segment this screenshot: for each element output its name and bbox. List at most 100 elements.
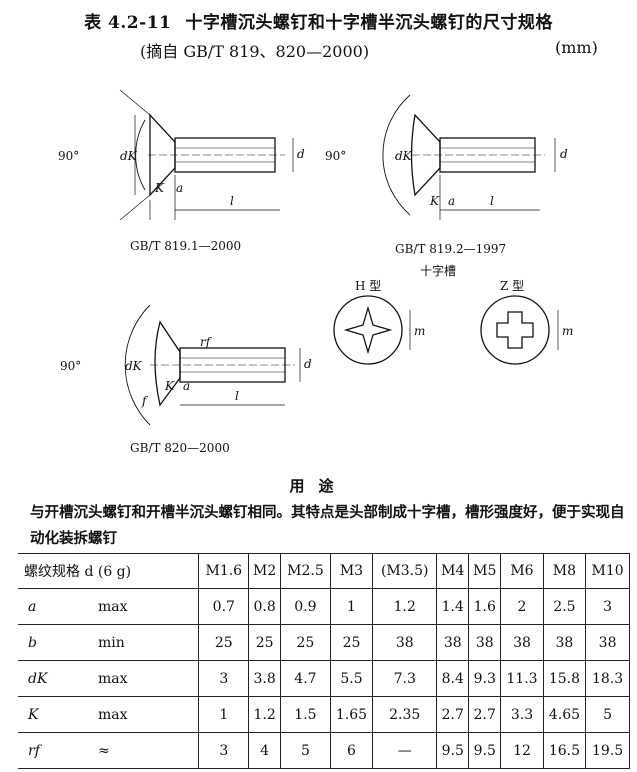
angle-label-1: 90°	[58, 149, 79, 163]
value-cell: 3	[585, 588, 630, 625]
a-label-3: a	[183, 379, 190, 393]
value-cell: 12	[500, 732, 544, 769]
condition-cell: max	[98, 660, 200, 697]
condition-cell: max	[98, 588, 200, 625]
value-cell: 6	[329, 732, 374, 769]
unit-note: (mm)	[555, 38, 598, 57]
value-cell: 38	[468, 624, 502, 661]
value-cell: 15.8	[542, 660, 587, 697]
k-label-3: K	[164, 379, 175, 393]
value-cell: 38	[542, 624, 587, 661]
value-cell: 1.65	[329, 696, 374, 733]
d-label-1: d	[297, 147, 305, 161]
condition-cell: ≈	[98, 732, 200, 769]
size-header: (M3.5)	[372, 553, 438, 589]
value-cell: 2.7	[436, 696, 470, 733]
usage-heading: 用途	[289, 477, 348, 495]
value-cell: 18.3	[585, 660, 630, 697]
value-cell: 1.2	[372, 588, 438, 625]
size-header: M5	[468, 553, 502, 589]
a-label-1: a	[176, 181, 183, 195]
f-label-3: f	[141, 394, 149, 408]
l-label-3: l	[235, 389, 239, 403]
source-note: (摘自 GB/T 819、820—2000)	[140, 42, 370, 61]
param-cell: b	[18, 624, 98, 661]
screw-drawings: 90° dK d K a l GB/T 819.1—2000 90° dK d …	[58, 89, 573, 455]
value-cell: 3.3	[500, 696, 544, 733]
value-cell: 0.9	[280, 588, 331, 625]
value-cell: 1.5	[280, 696, 331, 733]
cross-recess-label: 十字槽	[420, 263, 456, 278]
size-header: M2	[248, 553, 282, 589]
value-cell: —	[372, 732, 438, 769]
value-cell: 3	[198, 660, 250, 697]
value-cell: 2.35	[372, 696, 438, 733]
h-type-recess	[333, 295, 411, 365]
value-cell: 2.5	[542, 588, 587, 625]
value-cell: 25	[248, 624, 282, 661]
param-cell: a	[18, 588, 98, 625]
value-cell: 3	[198, 732, 250, 769]
value-cell: 38	[500, 624, 544, 661]
value-cell: 7.3	[372, 660, 438, 697]
d-label-3: d	[304, 357, 312, 371]
k-label-2: K	[429, 194, 440, 208]
caption-gb820: GB/T 820—2000	[130, 441, 230, 455]
value-cell: 19.5	[585, 732, 630, 769]
h-type-label: H 型	[355, 279, 381, 293]
value-cell: 25	[280, 624, 331, 661]
dk-label-2: dK	[395, 149, 413, 163]
value-cell: 38	[585, 624, 630, 661]
title-text: 十字槽沉头螺钉和十字槽半沉头螺钉的尺寸规格	[185, 13, 553, 33]
value-cell: 8.4	[436, 660, 470, 697]
size-header: M4	[436, 553, 470, 589]
value-cell: 1	[198, 696, 250, 733]
value-cell: 2	[500, 588, 544, 625]
m-label-z: m	[562, 324, 573, 338]
value-cell: 5.5	[329, 660, 374, 697]
a-label-2: a	[448, 194, 455, 208]
param-cell: dK	[18, 660, 98, 697]
caption-gb819-1: GB/T 819.1—2000	[130, 239, 241, 253]
value-cell: 3.8	[248, 660, 282, 697]
angle-label-2: 90°	[325, 149, 346, 163]
value-cell: 11.3	[500, 660, 544, 697]
value-cell: 1.2	[248, 696, 282, 733]
dk-label-1: dK	[120, 149, 138, 163]
value-cell: 25	[329, 624, 374, 661]
thread-spec-header: 螺纹规格 d (6 g)	[18, 553, 200, 589]
value-cell: 2.7	[468, 696, 502, 733]
rf-label-3: rf	[200, 335, 213, 349]
z-type-label: Z 型	[500, 279, 524, 293]
size-header: M10	[585, 553, 630, 589]
size-header: M8	[542, 553, 587, 589]
value-cell: 9.3	[468, 660, 502, 697]
caption-gb819-2: GB/T 819.2—1997	[395, 242, 506, 256]
m-label-h: m	[414, 324, 425, 338]
value-cell: 4	[248, 732, 282, 769]
value-cell: 9.5	[436, 732, 470, 769]
drawing-gb819-1	[119, 89, 294, 221]
value-cell: 5	[585, 696, 630, 733]
l-label-1: l	[230, 194, 234, 208]
value-cell: 0.7	[198, 588, 250, 625]
value-cell: 38	[372, 624, 438, 661]
param-cell: K	[18, 696, 98, 733]
value-cell: 1.4	[436, 588, 470, 625]
size-header: M2.5	[280, 553, 331, 589]
d-label-2: d	[560, 147, 568, 161]
value-cell: 16.5	[542, 732, 587, 769]
dk-label-3: dK	[125, 359, 143, 373]
value-cell: 25	[198, 624, 250, 661]
drawing-gb819-2	[382, 94, 556, 220]
value-cell: 0.8	[248, 588, 282, 625]
l-label-2: l	[490, 194, 494, 208]
k-label-1: K	[154, 181, 165, 195]
value-cell: 5	[280, 732, 331, 769]
